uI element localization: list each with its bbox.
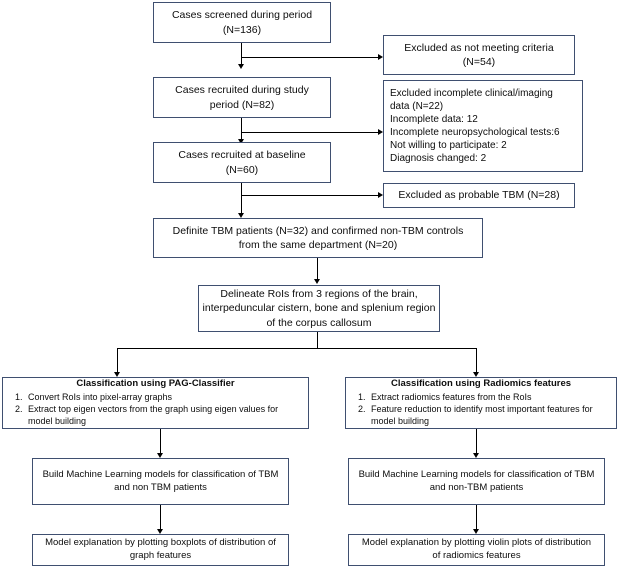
arrowhead-explanation-right bbox=[472, 529, 479, 534]
list-item: 1. Convert RoIs into pixel-array graphs bbox=[8, 392, 303, 404]
list-item: 2. Extract top eigen vectors from the gr… bbox=[8, 404, 303, 428]
connector-rois-down bbox=[317, 332, 318, 349]
node-excluded-incomplete-line1: Excluded incomplete clinical/imaging bbox=[390, 88, 553, 99]
node-delineate-rois-line2: interpeduncular cistern, bone and spleni… bbox=[202, 302, 436, 315]
connector-to-excluded-incomplete bbox=[241, 132, 379, 133]
node-recruited-study-line2: period (N=82) bbox=[209, 98, 275, 111]
node-definite-tbm-line2: from the same department (N=20) bbox=[238, 239, 398, 251]
connector-ml-to-explanation-right bbox=[476, 505, 477, 530]
arrowhead-excluded-probable bbox=[378, 191, 383, 198]
connector-split-right bbox=[476, 348, 477, 373]
arrowhead-radiomics-classifier bbox=[472, 372, 479, 377]
node-recruited-baseline-line2: (N=60) bbox=[225, 163, 259, 176]
node-definite-tbm-line1: Definite TBM patients (N=32) and confirm… bbox=[172, 224, 464, 237]
step-number: 1. bbox=[15, 392, 23, 403]
node-classification-radiomics-steps: 1. Extract radiomics features from the R… bbox=[351, 392, 611, 428]
connector-split-left bbox=[117, 348, 118, 373]
node-excluded-incomplete-line2: data (N=22) bbox=[390, 101, 444, 112]
arrowhead-ml-models-right bbox=[472, 453, 479, 458]
connector-ml-to-explanation-left bbox=[160, 505, 161, 530]
node-delineate-rois-line3: of the corpus callosum bbox=[266, 316, 372, 329]
node-recruited-baseline-line1: Cases recruited at baseline bbox=[178, 149, 306, 162]
node-explanation-right-line1: Model explanation by plotting violin plo… bbox=[361, 537, 592, 549]
step-text: Convert RoIs into pixel-array graphs bbox=[28, 392, 173, 403]
node-delineate-rois-line1: Delineate RoIs from 3 regions of the bra… bbox=[220, 288, 418, 301]
node-excluded-incomplete-line5: Not willing to participate: 2 bbox=[390, 140, 507, 151]
arrowhead-definite-tbm bbox=[237, 213, 244, 218]
arrowhead-explanation-left bbox=[156, 529, 163, 534]
node-cases-screened-line1: Cases screened during period bbox=[171, 9, 313, 22]
node-excluded-not-meeting-criteria: Excluded as not meeting criteria (N=54) bbox=[383, 35, 575, 75]
list-item: 2. Feature reduction to identify most im… bbox=[351, 404, 611, 428]
connector-to-excluded-probable bbox=[241, 195, 379, 196]
node-explanation-left-line1: Model explanation by plotting boxplots o… bbox=[45, 537, 276, 549]
node-excluded-incomplete-line3: Incomplete data: 12 bbox=[390, 114, 478, 125]
node-classification-pag: Classification using PAG-Classifier 1. C… bbox=[2, 377, 309, 429]
node-build-ml-models-left: Build Machine Learning models for classi… bbox=[32, 458, 289, 505]
node-cases-recruited-baseline: Cases recruited at baseline (N=60) bbox=[153, 142, 331, 183]
node-ml-models-left-line2: and non TBM patients bbox=[114, 481, 207, 493]
arrowhead-excluded-criteria bbox=[378, 53, 383, 60]
connector-recruited-study-trunk bbox=[241, 118, 242, 140]
node-ml-models-right-line1: Build Machine Learning models for classi… bbox=[358, 468, 595, 480]
arrowhead-ml-models-left bbox=[156, 453, 163, 458]
node-ml-models-right-line2: and non-TBM patients bbox=[429, 481, 524, 493]
node-classification-radiomics-title: Classification using Radiomics features bbox=[390, 378, 572, 390]
node-classification-pag-title: Classification using PAG-Classifier bbox=[76, 378, 235, 390]
node-ml-models-left-line1: Build Machine Learning models for classi… bbox=[42, 468, 279, 480]
connector-split-bar bbox=[117, 348, 477, 349]
arrowhead-excluded-incomplete bbox=[378, 128, 383, 135]
node-recruited-study-line1: Cases recruited during study bbox=[175, 84, 309, 97]
step-number: 2. bbox=[15, 403, 23, 414]
node-classification-pag-steps: 1. Convert RoIs into pixel-array graphs … bbox=[8, 392, 303, 428]
step-text: Feature reduction to identify most impor… bbox=[371, 403, 593, 426]
node-model-explanation-left: Model explanation by plotting boxplots o… bbox=[32, 534, 289, 566]
list-item: 1. Extract radiomics features from the R… bbox=[351, 392, 611, 404]
step-number: 1. bbox=[358, 392, 366, 403]
connector-recruited-baseline-trunk bbox=[241, 183, 242, 215]
node-delineate-rois: Delineate RoIs from 3 regions of the bra… bbox=[198, 285, 440, 332]
node-cases-screened: Cases screened during period (N=136) bbox=[153, 2, 331, 43]
node-explanation-right-line2: of radiomics features bbox=[432, 550, 521, 561]
node-cases-screened-line2: (N=136) bbox=[222, 23, 262, 36]
node-explanation-left-line2: graph features bbox=[129, 550, 192, 561]
node-model-explanation-right: Model explanation by plotting violin plo… bbox=[348, 534, 605, 566]
step-text: Extract top eigen vectors from the graph… bbox=[28, 403, 279, 426]
node-excluded-probable-line1: Excluded as probable TBM (N=28) bbox=[398, 189, 560, 202]
node-excluded-incomplete-data: Excluded incomplete clinical/imaging dat… bbox=[383, 80, 583, 172]
node-classification-radiomics: Classification using Radiomics features … bbox=[345, 377, 617, 429]
node-excluded-incomplete-line4: Incomplete neuropsychological tests:6 bbox=[390, 127, 560, 138]
arrowhead-recruited-baseline bbox=[237, 139, 244, 144]
node-excluded-incomplete-line6: Diagnosis changed: 2 bbox=[390, 153, 487, 164]
step-number: 2. bbox=[358, 403, 366, 414]
node-excluded-criteria-line1: Excluded as not meeting criteria bbox=[404, 41, 554, 54]
node-cases-recruited-study: Cases recruited during study period (N=8… bbox=[153, 77, 331, 118]
node-excluded-probable-tbm: Excluded as probable TBM (N=28) bbox=[383, 183, 575, 208]
node-excluded-criteria-line2: (N=54) bbox=[462, 56, 496, 68]
connector-screened-trunk bbox=[241, 43, 242, 65]
node-build-ml-models-right: Build Machine Learning models for classi… bbox=[348, 458, 605, 505]
arrowhead-recruited-study bbox=[237, 64, 244, 69]
connector-definite-to-rois bbox=[317, 258, 318, 280]
connector-radiomics-to-ml bbox=[476, 429, 477, 454]
arrowhead-delineate-rois bbox=[313, 279, 320, 284]
node-definite-tbm-patients: Definite TBM patients (N=32) and confirm… bbox=[153, 218, 483, 258]
arrowhead-pag-classifier bbox=[113, 372, 120, 377]
connector-screened-to-excluded-criteria bbox=[241, 57, 379, 58]
connector-pag-to-ml bbox=[160, 429, 161, 454]
step-text: Extract radiomics features from the RoIs bbox=[371, 392, 532, 403]
